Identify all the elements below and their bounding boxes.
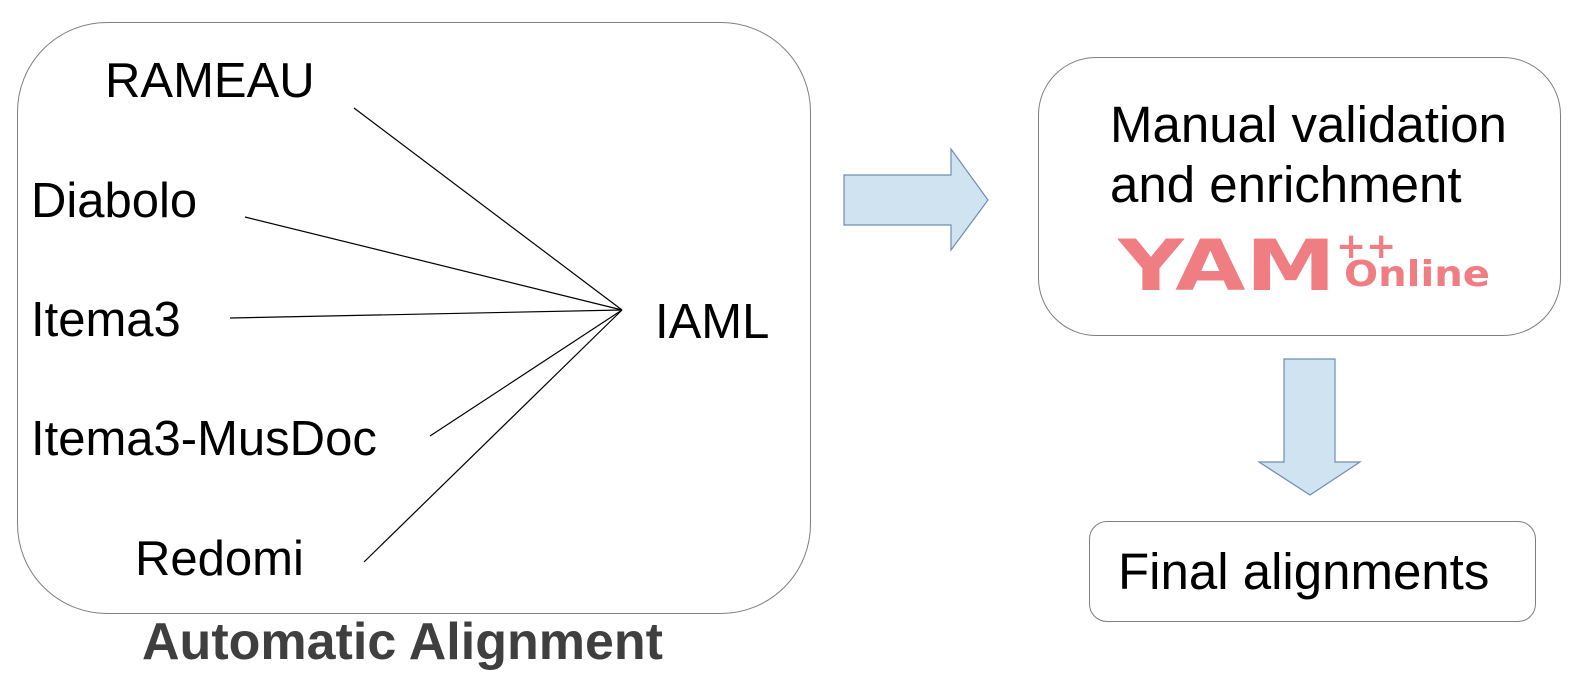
source-itema3: Itema3 (31, 293, 181, 347)
yam-online-logo: YAM ++ Online (1118, 226, 1490, 298)
final-alignments-box (1089, 521, 1536, 622)
line-diabolo-iaml (244, 216, 623, 311)
source-itema3-musdoc: Itema3-MusDoc (31, 412, 377, 466)
line-itema3-iaml (229, 309, 623, 319)
line-itema3-musdoc-iaml (429, 309, 623, 437)
automatic-alignment-box (17, 22, 811, 614)
logo-online-text: Online (1344, 254, 1490, 295)
final-alignments-label: Final alignments (1118, 543, 1490, 600)
logo-yam-text: YAM (1118, 226, 1336, 298)
manual-validation-box (1038, 57, 1561, 336)
line-rameau-iaml (353, 107, 623, 311)
down-arrow-icon (1256, 358, 1362, 496)
target-iaml: IAML (655, 295, 770, 349)
right-arrow-icon (843, 147, 989, 252)
source-diabolo: Diabolo (31, 174, 198, 228)
logo-plus-text: ++ (1336, 226, 1396, 267)
manual-validation-label: Manual validation (1110, 96, 1507, 153)
line-redomi-iaml (363, 309, 623, 563)
enrichment-label: and enrichment (1110, 156, 1462, 213)
automatic-alignment-caption: Automatic Alignment (142, 613, 663, 671)
source-rameau: RAMEAU (105, 54, 315, 108)
source-redomi: Redomi (135, 532, 304, 586)
